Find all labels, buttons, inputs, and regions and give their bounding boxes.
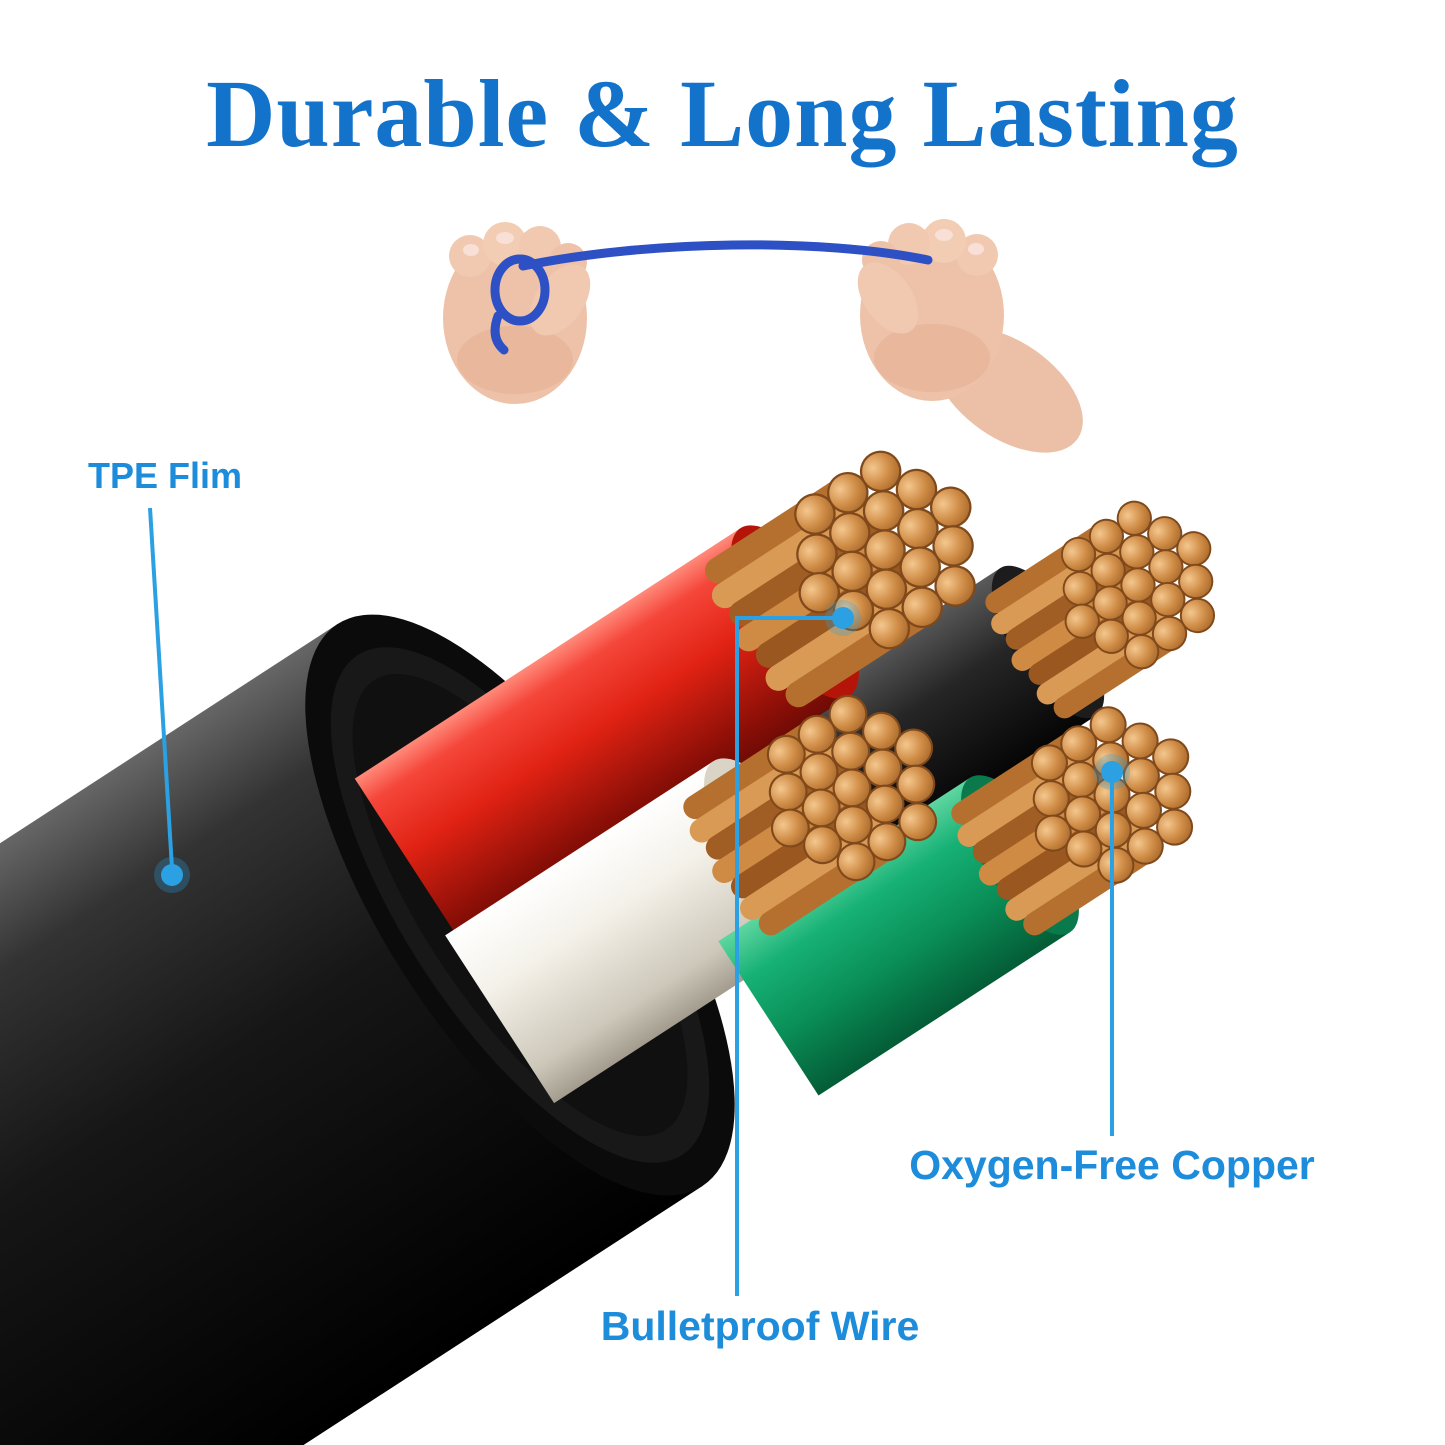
callout-leaders bbox=[148, 507, 1130, 1296]
label-tpe-film: TPE Flim bbox=[88, 455, 243, 496]
leader-line-tpe-film bbox=[148, 507, 174, 869]
fingernail bbox=[496, 232, 514, 244]
label-bulletproof-wire: Bulletproof Wire bbox=[600, 1303, 920, 1349]
left-hand bbox=[443, 222, 591, 404]
hands-stretching-cable-photo bbox=[443, 219, 1083, 453]
fingernail bbox=[968, 243, 984, 255]
stretched-blue-cable bbox=[490, 240, 933, 355]
pointer-dot-oxygen-free-copper bbox=[1101, 761, 1123, 783]
fingernail bbox=[463, 244, 479, 256]
pointer-dot-tpe-film bbox=[161, 864, 183, 886]
page-title: Durable & Long Lasting bbox=[206, 60, 1239, 167]
leader-line-bulletproof-wire bbox=[735, 616, 843, 1296]
fingernail bbox=[935, 229, 953, 241]
label-oxygen-free-copper: Oxygen-Free Copper bbox=[909, 1142, 1315, 1188]
pointer-dot-bulletproof-wire bbox=[832, 607, 854, 629]
right-hand bbox=[857, 219, 1004, 401]
